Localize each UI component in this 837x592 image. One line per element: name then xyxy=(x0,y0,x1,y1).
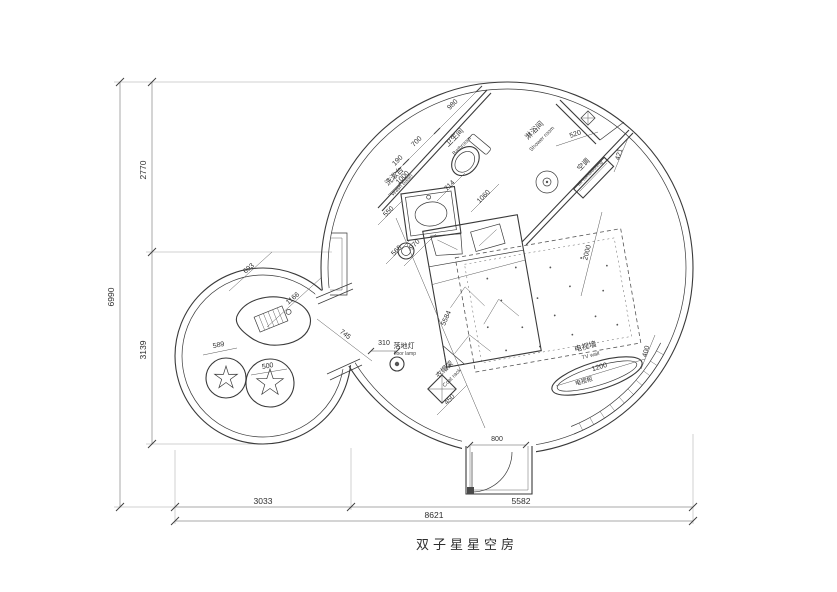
floor-lamp xyxy=(389,356,405,372)
dim-450: 450 xyxy=(443,393,456,406)
wall-niche xyxy=(330,232,348,296)
dim-421: 421 xyxy=(615,148,625,161)
dim-1200: 1200 xyxy=(591,362,608,373)
room-labels: 洗漱台 Wash basin 卫生间 Bathroom 淋浴间 Shower r… xyxy=(382,118,604,388)
pouf-large xyxy=(245,358,295,408)
extension-lines xyxy=(114,81,694,524)
wash-basin-counter xyxy=(400,185,462,242)
main-dimensions: 2770 3139 6990 3033 5582 8621 xyxy=(106,77,698,526)
dim-520: 520 xyxy=(569,129,582,140)
drawing-title: 双子星星空房 xyxy=(416,537,518,552)
dim-width-left: 3033 xyxy=(254,496,273,506)
kidney-table xyxy=(235,296,311,346)
coat-rack xyxy=(427,374,457,404)
dimension-ticks xyxy=(115,77,698,526)
dim-5584: 5584 xyxy=(440,310,453,327)
dim-2000: 2000 xyxy=(582,244,593,261)
dim-overall-height: 6990 xyxy=(106,287,116,306)
floorlamp-label-en: floor lamp xyxy=(394,351,416,357)
dim-overall-width: 8621 xyxy=(425,510,444,520)
dim-width-right: 5582 xyxy=(512,496,531,506)
dim-550: 550 xyxy=(382,205,395,218)
pouf-small xyxy=(205,357,247,399)
nightstand xyxy=(397,242,415,260)
door-swing-arc xyxy=(471,451,513,493)
door-handle xyxy=(467,487,474,494)
dim-500: 500 xyxy=(261,362,274,371)
dim-589: 589 xyxy=(212,341,225,350)
dim-980: 980 xyxy=(446,98,459,111)
passage-walls xyxy=(315,282,363,381)
bathroom-partition-wall xyxy=(377,89,634,246)
dim-height-top: 2770 xyxy=(138,160,148,179)
dim-1166: 1166 xyxy=(285,291,301,306)
floorlamp-label-cn: 落地灯 xyxy=(394,341,415,350)
floor-drain xyxy=(535,170,559,194)
passage-opening xyxy=(315,280,364,376)
star-decoration xyxy=(213,364,239,389)
rug-pattern-dots xyxy=(486,257,619,352)
dim-800: 800 xyxy=(491,436,503,443)
lounge-furniture xyxy=(205,296,311,408)
dim-693: 693 xyxy=(242,262,256,275)
table-tray xyxy=(253,305,292,333)
air-conditioner xyxy=(572,156,615,199)
porch-outline xyxy=(465,446,533,495)
tv-wall-hatch xyxy=(570,342,669,435)
dim-400: 400 xyxy=(642,345,652,358)
shower-partition-wall xyxy=(555,99,625,145)
bedroom-furniture: 电视柜 xyxy=(389,214,669,435)
tvwall-label-en: TV wall xyxy=(581,351,600,361)
star-decoration xyxy=(255,367,285,396)
tv-cabinet-label: 电视柜 xyxy=(574,375,594,388)
dim-height-bottom: 3139 xyxy=(138,340,148,359)
bathroom-fixtures xyxy=(400,110,615,242)
dim-565: 565 xyxy=(390,244,403,257)
walls xyxy=(174,81,694,456)
entrance-opening xyxy=(462,440,536,456)
shower-drain xyxy=(580,110,596,126)
dim-1060: 1060 xyxy=(476,189,492,205)
dim-310: 310 xyxy=(378,340,390,347)
toilet xyxy=(451,133,491,177)
entrance xyxy=(465,446,533,495)
rug xyxy=(454,228,642,373)
main-room-outer-wall xyxy=(320,81,694,455)
bed xyxy=(422,214,542,368)
